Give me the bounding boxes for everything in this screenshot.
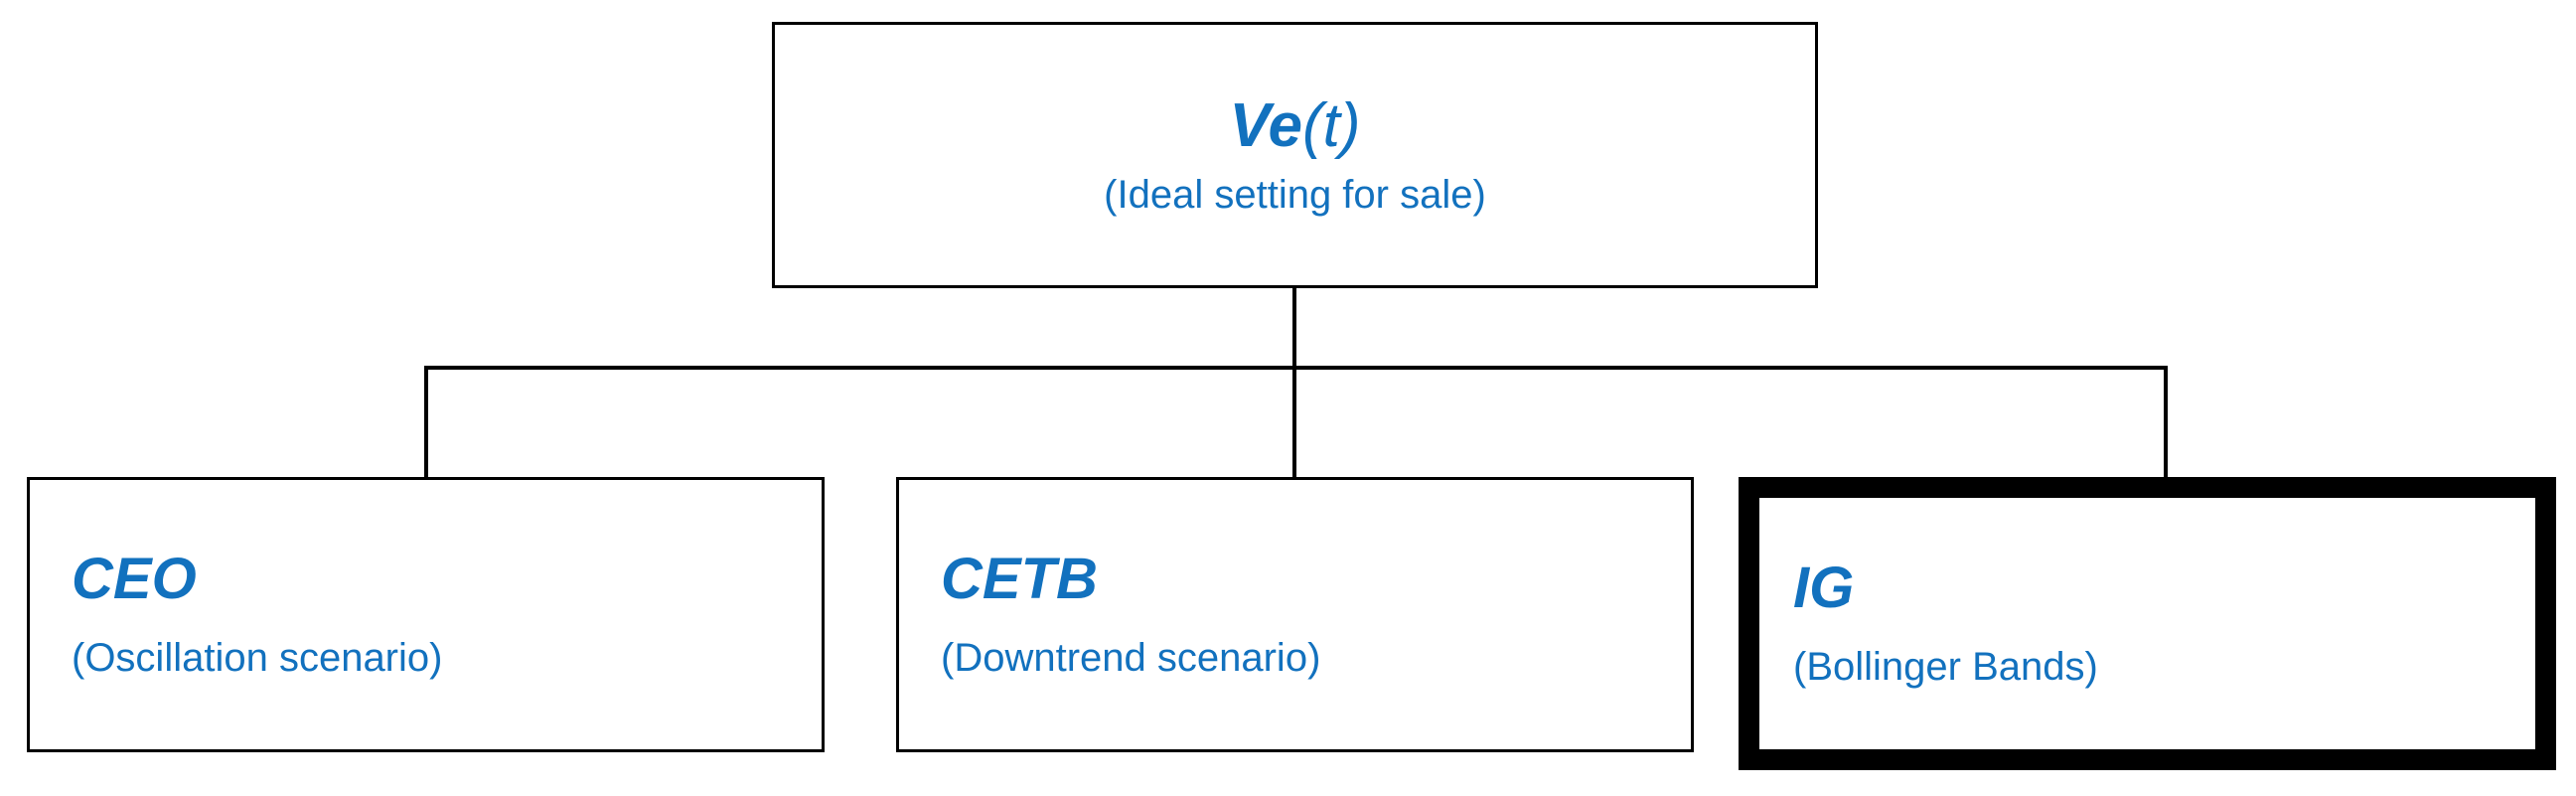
node-ig-subtitle: (Bollinger Bands): [1793, 644, 2098, 689]
connector-drop-ceo: [424, 366, 428, 479]
connector-drop-ig: [2164, 366, 2168, 479]
node-vet-title: Ve(t): [1229, 93, 1360, 158]
node-vet-title-main: Ve: [1229, 91, 1302, 161]
node-ig[interactable]: IG (Bollinger Bands): [1739, 477, 2556, 770]
node-cetb-title: CETB: [941, 547, 1098, 612]
node-ceo[interactable]: CEO (Oscillation scenario): [27, 477, 825, 752]
node-cetb-subtitle: (Downtrend scenario): [941, 635, 1321, 680]
node-ceo-title: CEO: [72, 547, 197, 612]
connector-root-stem: [1292, 288, 1296, 368]
node-ceo-subtitle: (Oscillation scenario): [72, 635, 443, 680]
node-vet-title-arg: (t): [1302, 91, 1361, 161]
node-cetb[interactable]: CETB (Downtrend scenario): [896, 477, 1694, 752]
node-vet[interactable]: Ve(t) (Ideal setting for sale): [772, 22, 1818, 288]
connector-drop-cetb: [1292, 366, 1296, 479]
node-ig-title: IG: [1793, 556, 1855, 621]
node-vet-subtitle: (Ideal setting for sale): [1104, 172, 1486, 217]
